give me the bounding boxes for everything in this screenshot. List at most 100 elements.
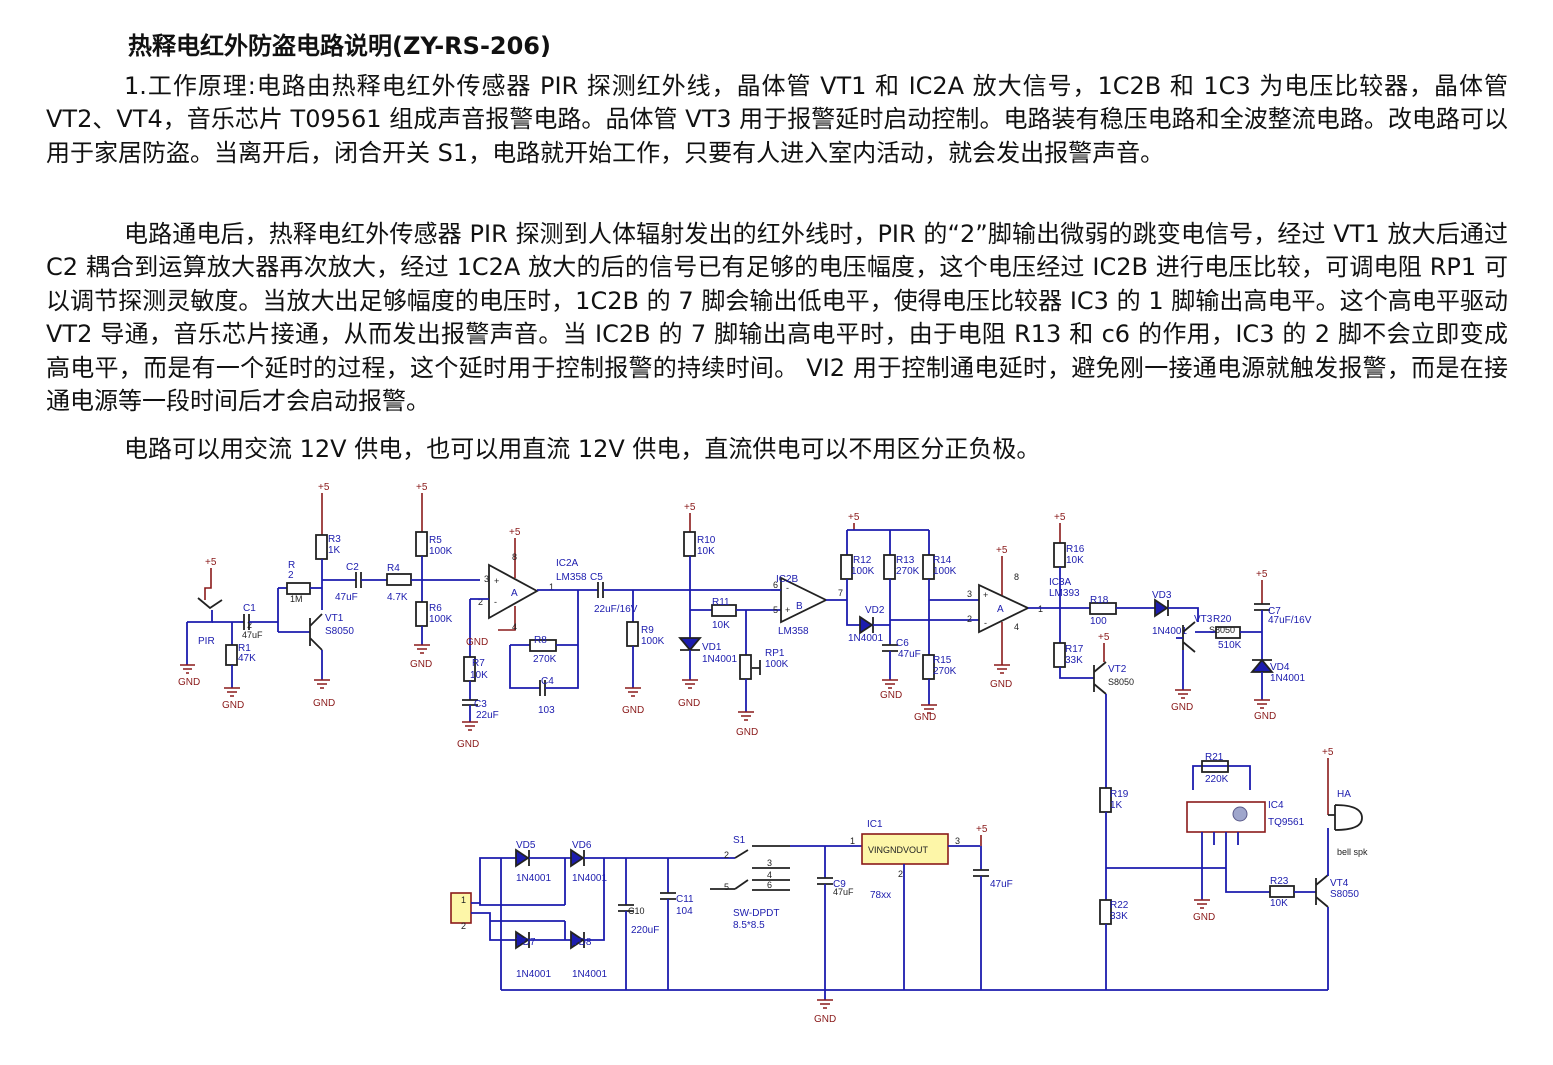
- svg-text:R8: R8: [534, 635, 547, 646]
- svg-text:IC4: IC4: [1268, 800, 1284, 811]
- alarm-sound-stage: R21 220K IC4 TQ9561 GND R23 10K VT4 S805…: [1186, 747, 1368, 990]
- svg-text:LM358: LM358: [778, 626, 809, 637]
- svg-text:100K: 100K: [429, 546, 453, 557]
- svg-text:R: R: [288, 560, 295, 571]
- svg-text:R13: R13: [896, 555, 915, 566]
- svg-text:1: 1: [549, 582, 554, 592]
- svg-text:47uF: 47uF: [335, 592, 358, 603]
- svg-text:GND: GND: [814, 1014, 836, 1025]
- svg-text:R9: R9: [641, 625, 654, 636]
- svg-text:R6: R6: [429, 603, 442, 614]
- svg-text:R23: R23: [1270, 876, 1289, 887]
- svg-text:2: 2: [247, 620, 252, 630]
- svg-text:+5: +5: [684, 502, 696, 513]
- svg-text:S8050: S8050: [325, 626, 354, 637]
- svg-text:C7: C7: [1268, 606, 1281, 617]
- svg-text:C9: C9: [833, 879, 846, 890]
- svg-text:2: 2: [724, 850, 729, 860]
- svg-text:100K: 100K: [933, 566, 957, 577]
- svg-text:5: 5: [773, 605, 778, 615]
- svg-text:4: 4: [1014, 622, 1019, 632]
- svg-text:GND: GND: [880, 690, 902, 701]
- svg-text:100K: 100K: [429, 614, 453, 625]
- svg-text:GND: GND: [914, 712, 936, 723]
- svg-text:8.5*8.5: 8.5*8.5: [733, 920, 765, 931]
- svg-text:6: 6: [773, 580, 778, 590]
- svg-text:+: +: [494, 576, 499, 586]
- svg-text:+5: +5: [416, 482, 428, 493]
- svg-text:1M: 1M: [290, 594, 303, 604]
- svg-text:510K: 510K: [1218, 640, 1242, 651]
- svg-text:103: 103: [538, 705, 555, 716]
- svg-text:2: 2: [461, 921, 466, 931]
- svg-text:10K: 10K: [1270, 898, 1288, 909]
- start-delay-stage: R18 100 VD3 1N4001 VT3 R20 S8050 GND 510…: [1089, 569, 1312, 722]
- svg-text:47uF/16V: 47uF/16V: [1268, 615, 1312, 626]
- svg-text:A: A: [997, 604, 1004, 615]
- svg-text:+5: +5: [509, 527, 521, 538]
- svg-text:1N4001: 1N4001: [516, 969, 551, 980]
- svg-text:VD7: VD7: [516, 937, 536, 948]
- svg-text:270K: 270K: [533, 654, 557, 665]
- svg-text:GND: GND: [457, 739, 479, 750]
- svg-text:33K: 33K: [1065, 655, 1083, 666]
- svg-text:47uF: 47uF: [898, 649, 921, 660]
- svg-text:R15: R15: [933, 655, 952, 666]
- svg-text:A: A: [511, 588, 518, 599]
- svg-text:3: 3: [767, 858, 772, 868]
- svg-text:+5: +5: [996, 545, 1008, 556]
- svg-text:1: 1: [850, 836, 855, 846]
- svg-text:GND: GND: [622, 705, 644, 716]
- svg-text:C10: C10: [628, 906, 645, 916]
- svg-text:1N4001: 1N4001: [572, 969, 607, 980]
- svg-text:IC2A: IC2A: [556, 558, 579, 569]
- svg-text:R14: R14: [933, 555, 952, 566]
- document-title: 热释电红外防盗电路说明(ZY-RS-206): [128, 32, 551, 60]
- svg-text:1N4001: 1N4001: [1152, 626, 1187, 637]
- svg-text:2: 2: [478, 597, 483, 607]
- svg-text:+5: +5: [1322, 747, 1334, 758]
- svg-text:6: 6: [767, 880, 772, 890]
- svg-text:VD5: VD5: [516, 840, 536, 851]
- svg-text:GND: GND: [410, 659, 432, 670]
- svg-text:2: 2: [967, 614, 972, 624]
- svg-text:R4: R4: [387, 563, 400, 574]
- ic3a-comparator-stage: 3 2 + - A +5 8 4 GND IC3A LM393 1 +5 R16…: [967, 512, 1094, 690]
- ic2a-amplifier-stage: +5 R5 100K R6 100K GND 3 2 + - A +5 8 4 …: [410, 482, 771, 750]
- svg-text:8: 8: [1014, 572, 1019, 582]
- svg-text:R22: R22: [1110, 900, 1129, 911]
- svg-text:10K: 10K: [697, 546, 715, 557]
- pir-sensor-stage: +5 PIR C1 2 47uF R1 47K GND GND R 2 1M +…: [178, 482, 480, 711]
- svg-text:R12: R12: [853, 555, 872, 566]
- svg-text:R1: R1: [238, 643, 251, 654]
- svg-text:3: 3: [484, 574, 489, 584]
- svg-text:S8050: S8050: [1209, 625, 1235, 635]
- svg-text:R19: R19: [1110, 789, 1129, 800]
- svg-text:+: +: [983, 590, 988, 600]
- svg-text:VD2: VD2: [865, 605, 885, 616]
- power-supply-stage: 1 2 VD5 1N4001 VD6 1N4001 VD7 1N4001 VD8…: [450, 819, 1328, 1025]
- circuit-schematic: +5 PIR C1 2 47uF R1 47K GND GND R 2 1M +…: [178, 482, 1368, 1025]
- svg-text:104: 104: [676, 906, 693, 917]
- svg-text:100K: 100K: [851, 566, 875, 577]
- svg-text:GND: GND: [1254, 711, 1276, 722]
- svg-text:R20: R20: [1213, 614, 1232, 625]
- svg-text:bell spk: bell spk: [1337, 847, 1368, 857]
- svg-text:SW-DPDT: SW-DPDT: [733, 908, 779, 919]
- svg-text:VINGNDVOUT: VINGNDVOUT: [868, 845, 929, 855]
- svg-text:VD6: VD6: [572, 840, 592, 851]
- svg-text:1N4001: 1N4001: [516, 873, 551, 884]
- svg-text:78xx: 78xx: [870, 890, 891, 901]
- svg-text:270K: 270K: [896, 566, 920, 577]
- svg-text:+5: +5: [318, 482, 330, 493]
- svg-text:5: 5: [724, 882, 729, 892]
- svg-text:3: 3: [955, 836, 960, 846]
- svg-text:VT3: VT3: [1194, 614, 1213, 625]
- svg-text:2: 2: [288, 570, 294, 581]
- svg-text:1N4001: 1N4001: [1270, 673, 1305, 684]
- svg-text:100K: 100K: [641, 636, 665, 647]
- svg-text:R21: R21: [1205, 752, 1224, 763]
- svg-text:C3: C3: [474, 699, 487, 710]
- paragraph-power-supply: 电路可以用交流 12V 供电，也可以用直流 12V 供电，直流供电可以不用区分正…: [124, 435, 1041, 463]
- c1-label: C1: [243, 603, 256, 614]
